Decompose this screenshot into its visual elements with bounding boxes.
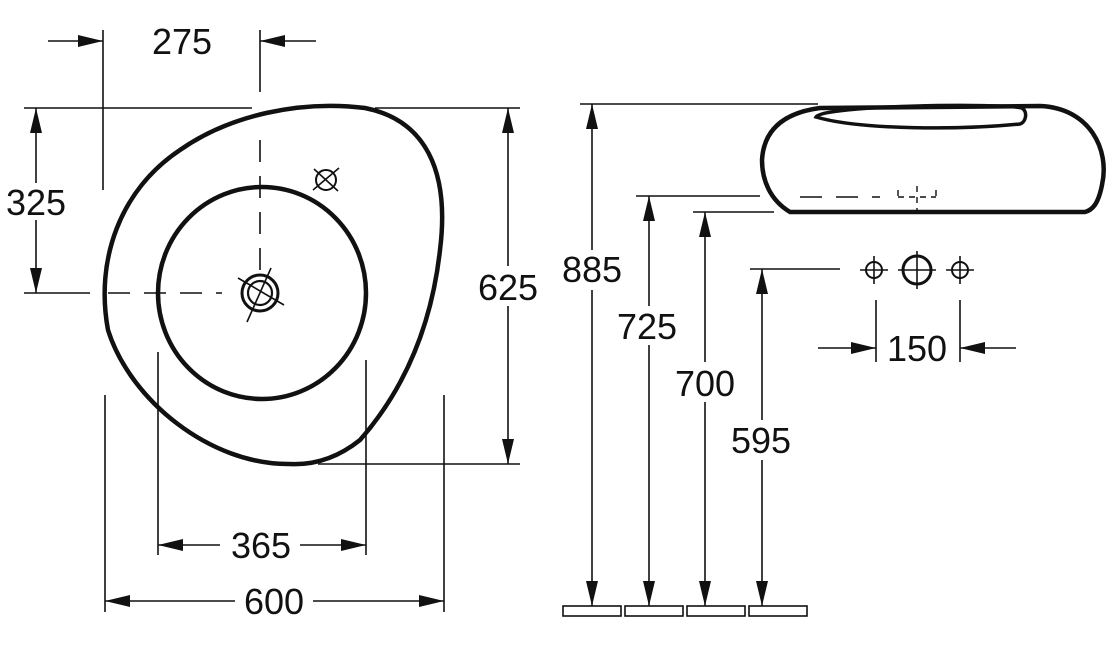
dimension-700: 700 [675, 211, 774, 606]
dimension-275-label: 275 [152, 21, 212, 62]
dimension-150-label: 150 [887, 328, 947, 369]
dimension-150: 150 [818, 300, 1016, 369]
basin-rim-opening [813, 103, 1028, 130]
basin-outer-outline [102, 103, 445, 467]
dimension-275: 275 [48, 21, 316, 190]
dimension-625-label: 625 [478, 267, 538, 308]
dimension-700-label: 700 [675, 363, 735, 404]
floor-feet [562, 605, 808, 617]
dimension-885: 885 [562, 103, 818, 606]
dimension-600-label: 600 [244, 581, 304, 622]
tap-hole-symbol [312, 167, 340, 192]
dimension-365: 365 [157, 352, 367, 566]
dimension-600: 600 [104, 395, 445, 622]
dimension-595: 595 [731, 268, 840, 606]
dimension-725: 725 [617, 195, 760, 606]
dimension-885-label: 885 [562, 249, 622, 290]
drain-symbol [237, 267, 285, 323]
dimension-325-label: 325 [6, 182, 66, 223]
side-view: 150 885 725 [562, 103, 1106, 617]
wall-holes [860, 251, 974, 289]
hidden-waste-symbol [897, 186, 937, 210]
dimension-725-label: 725 [617, 306, 677, 347]
dimension-325: 325 [6, 107, 252, 294]
dimension-365-label: 365 [231, 525, 291, 566]
dimension-595-label: 595 [731, 420, 791, 461]
basin-side-outline [759, 103, 1106, 215]
dimension-625: 625 [318, 107, 538, 465]
plan-view: 275 325 625 [6, 21, 538, 622]
